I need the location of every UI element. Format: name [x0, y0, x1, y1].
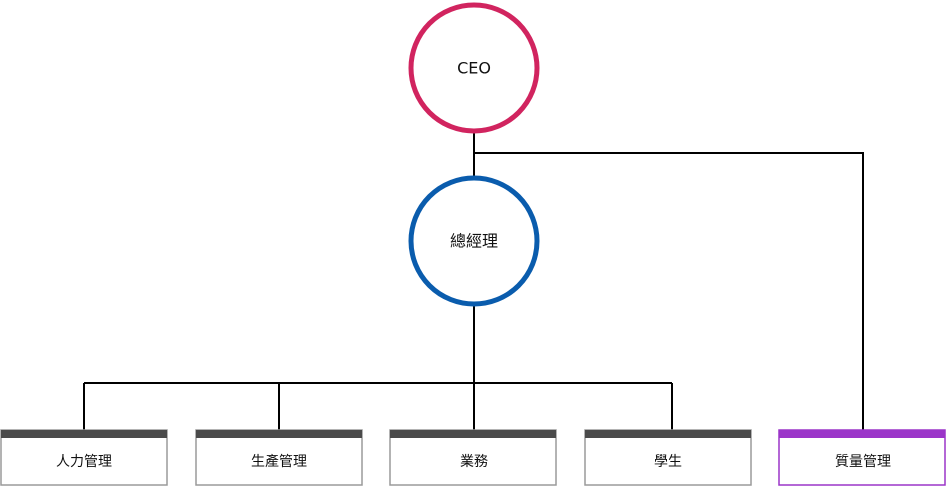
- department-label: 學生: [654, 454, 682, 470]
- connectors: [83, 130, 864, 430]
- ceo-node[interactable]: CEO: [408, 2, 540, 134]
- department-label: 生產管理: [251, 453, 307, 470]
- department-header-bar: [196, 430, 362, 438]
- department-box: [584, 429, 752, 486]
- department-box: [195, 429, 363, 486]
- department-quality[interactable]: 質量管理: [778, 429, 946, 486]
- department-header-bar: [779, 430, 945, 438]
- department-box: [778, 429, 946, 486]
- department-label: 人力管理: [56, 454, 112, 470]
- connector-ceo-to-quality: [474, 152, 864, 430]
- department-label: 質量管理: [835, 454, 891, 470]
- general-manager-label: 總經理: [450, 232, 498, 251]
- department-production[interactable]: 生產管理: [195, 429, 363, 486]
- department-label: 業務: [460, 454, 488, 470]
- department-header-bar: [1, 430, 167, 438]
- department-box: [389, 429, 557, 486]
- ceo-circle: [408, 2, 540, 134]
- department-sales[interactable]: 業務: [389, 429, 557, 486]
- department-student[interactable]: 學生: [584, 429, 752, 486]
- general-manager-circle: [408, 175, 540, 307]
- department-box: [0, 429, 168, 486]
- department-hr[interactable]: 人力管理: [0, 429, 168, 486]
- ceo-label: CEO: [457, 59, 491, 78]
- general-manager-node[interactable]: 總經理: [408, 175, 540, 307]
- department-header-bar: [390, 430, 556, 438]
- department-header-bar: [585, 430, 751, 438]
